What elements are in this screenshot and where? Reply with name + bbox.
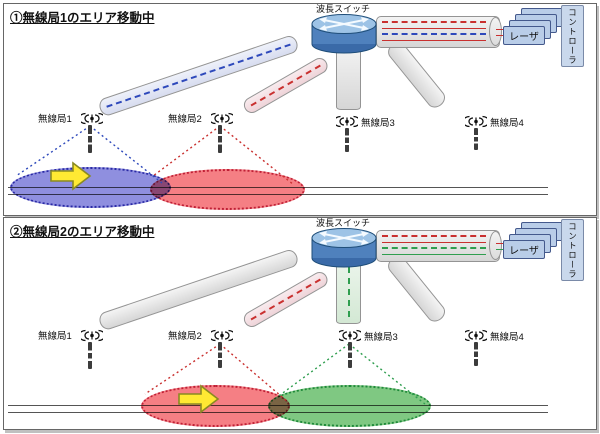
trunk-red-solid: [382, 242, 486, 243]
panel1-title: ①無線局1のエリア移動中: [10, 11, 155, 25]
trunk-blue-dashed: [382, 33, 486, 35]
fiber-tube-station3: [336, 258, 361, 324]
coverage-area-station2: [150, 169, 305, 210]
wavelength-switch-label: 波長スイッチ: [316, 4, 371, 14]
fiber-tube-station1: [97, 247, 300, 332]
antenna-mast-station1: [88, 125, 92, 153]
laser-feed-red: [496, 243, 508, 244]
station2-label: 無線局2: [168, 331, 202, 342]
station4-label: 無線局4: [490, 332, 524, 343]
panel-station2-handover: ②無線局2のエリア移動中: [3, 217, 597, 430]
trunk-green-solid: [382, 254, 486, 255]
trunk-green-dashed: [382, 247, 486, 249]
fiber-tube-trunk: [376, 16, 502, 48]
laser-box-front: レーザ: [503, 26, 545, 45]
laser-feed-red: [496, 29, 508, 30]
antenna-icon-station4: [465, 115, 487, 128]
wavelength-switch-icon: [311, 228, 377, 268]
wavelength-switch-label: 波長スイッチ: [316, 218, 371, 228]
controller-label: コントローラ: [567, 7, 578, 65]
station2-label: 無線局2: [168, 114, 202, 125]
trunk-red-solid: [382, 28, 486, 29]
trunk-red-dashed: [382, 235, 486, 237]
antenna-mast-station2: [218, 342, 222, 368]
antenna-mast-station2: [218, 125, 222, 153]
antenna-mast-station3: [348, 342, 352, 368]
antenna-icon-station1: [81, 112, 103, 125]
station4-label: 無線局4: [490, 118, 524, 129]
controller-box: コントローラ: [561, 219, 584, 281]
antenna-mast-station4: [474, 342, 478, 366]
fiber-tube-trunk: [376, 230, 502, 262]
controller-label: コントローラ: [567, 221, 578, 279]
wavelength-switch-icon: [311, 14, 377, 54]
antenna-icon-station3: [336, 115, 358, 128]
panel2-title: ②無線局2のエリア移動中: [10, 225, 155, 239]
station3-label: 無線局3: [364, 332, 398, 343]
coverage-area-station3: [268, 385, 431, 427]
antenna-icon-station2: [211, 329, 233, 342]
fiber-tube-station4: [384, 252, 449, 326]
move-right-arrow-icon: [178, 384, 220, 414]
antenna-mast-station1: [88, 342, 92, 369]
panel-station1-handover: ①無線局1のエリア移動中: [3, 3, 597, 216]
wavelength-red-line: [250, 64, 321, 107]
antenna-icon-station2: [211, 112, 233, 125]
station1-label: 無線局1: [38, 331, 72, 342]
trunk-red-dashed: [382, 21, 486, 23]
antenna-icon-station1: [81, 329, 103, 342]
fiber-tube-station4: [384, 38, 449, 112]
antenna-mast-station4: [474, 128, 478, 150]
laser-feed-green: [496, 249, 508, 250]
antenna-icon-station4: [465, 329, 487, 342]
trunk-red-solid-2: [382, 40, 486, 41]
laser-box-front: レーザ: [503, 240, 545, 259]
antenna-mast-station3: [345, 128, 349, 152]
tube-open-end: [489, 231, 502, 260]
station1-label: 無線局1: [38, 114, 72, 125]
wavelength-green-line: [347, 267, 350, 317]
station3-label: 無線局3: [361, 118, 395, 129]
laser-label: レーザ: [509, 246, 539, 257]
fiber-tube-station1: [97, 33, 300, 118]
laser-feed-red-2: [496, 35, 508, 36]
antenna-icon-station3: [339, 329, 361, 342]
tube-open-end: [489, 17, 502, 46]
move-right-arrow-icon: [50, 161, 92, 191]
laser-label: レーザ: [509, 32, 539, 43]
controller-box: コントローラ: [561, 5, 584, 67]
wavelength-red-line: [250, 278, 321, 321]
